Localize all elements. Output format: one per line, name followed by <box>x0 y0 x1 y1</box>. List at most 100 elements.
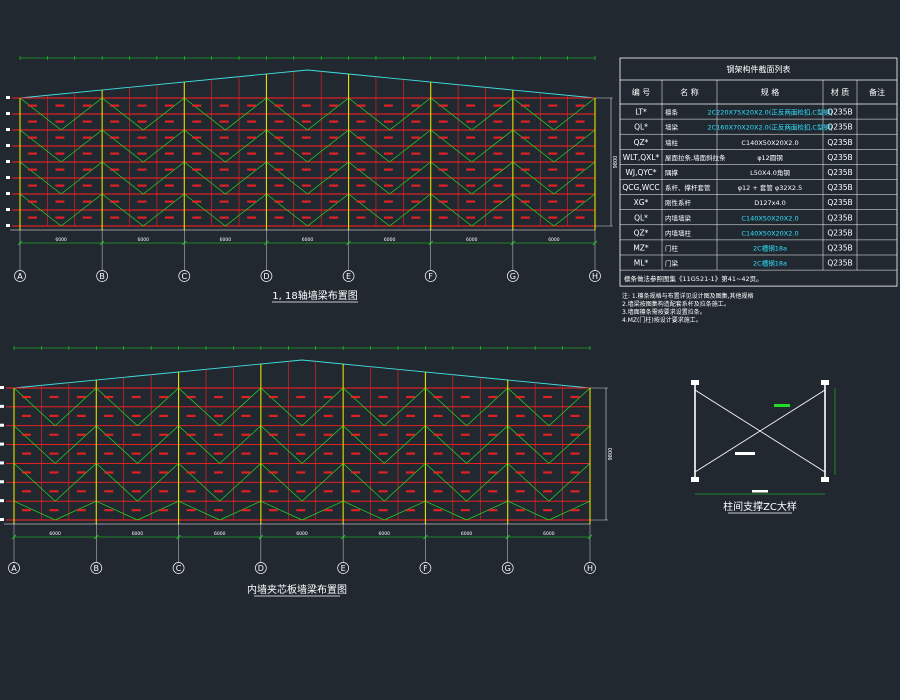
member-tag <box>192 152 202 155</box>
table-code-cell: MZ* <box>633 243 649 252</box>
detail-dimension-text <box>752 490 768 493</box>
member-tag <box>383 104 393 107</box>
span-dimension: 6000 <box>466 237 478 243</box>
member-tag <box>411 136 421 139</box>
member-tag <box>575 216 585 219</box>
member-tag <box>570 452 580 455</box>
member-tag <box>296 490 306 493</box>
table-code-cell: LT* <box>635 108 647 117</box>
member-tag <box>406 433 415 436</box>
tie-rod <box>142 129 185 163</box>
tie-rod <box>13 500 56 521</box>
tie-rod <box>342 500 385 521</box>
member-tag <box>137 184 147 187</box>
member-tag <box>575 104 585 107</box>
table-name-cell: 屋面拉条,墙面斜拉条 <box>665 153 726 162</box>
member-tag <box>543 433 553 436</box>
member-tag <box>433 490 443 493</box>
detail-title: 柱间支撑ZC大样 <box>723 500 797 513</box>
member-tag <box>323 471 333 474</box>
member-tag <box>296 471 306 474</box>
member-tag <box>329 152 339 155</box>
table-material-cell: Q235B <box>827 243 852 252</box>
member-tag <box>104 414 114 417</box>
member-tag <box>274 136 284 139</box>
tie-rod <box>348 97 390 131</box>
table-header-cell: 编 号 <box>632 87 651 97</box>
member-tag <box>247 168 257 171</box>
member-tag <box>411 168 421 171</box>
beam-marker <box>6 112 10 115</box>
tie-rod <box>54 500 97 521</box>
member-tag <box>411 152 421 155</box>
tie-rod <box>301 463 344 502</box>
span-dimension: 6000 <box>384 237 396 243</box>
beam-marker <box>0 404 4 408</box>
member-tag <box>55 200 65 203</box>
member-tag <box>356 200 366 203</box>
member-tag <box>192 104 202 107</box>
member-tag <box>164 184 174 187</box>
axis-label: F <box>428 272 433 281</box>
span-dimension: 6000 <box>296 531 308 537</box>
member-tag <box>55 120 65 123</box>
member-tag <box>378 471 388 474</box>
beam-marker <box>6 128 10 131</box>
span-dimension: 6000 <box>132 531 144 537</box>
member-tag <box>49 433 59 436</box>
dimension-tick <box>340 534 346 540</box>
member-tag <box>411 184 421 187</box>
table-title: 钢架构件截面列表 <box>727 64 791 74</box>
axis-label: C <box>181 272 187 281</box>
member-tag <box>520 104 530 107</box>
member-tag <box>543 452 553 455</box>
member-tag <box>110 104 120 107</box>
member-tag <box>301 152 311 155</box>
dimension-tick <box>182 240 187 246</box>
span-dimension: 6000 <box>302 237 314 243</box>
member-tag <box>520 152 530 155</box>
member-tag <box>55 168 65 171</box>
tie-rod <box>178 500 220 521</box>
member-tag <box>214 395 223 399</box>
tie-rod <box>553 161 596 195</box>
member-tag <box>383 120 393 123</box>
member-tag <box>493 200 503 203</box>
member-tag <box>164 200 174 203</box>
tie-rod <box>307 97 349 131</box>
axis-label: A <box>11 564 17 573</box>
dimension-tick <box>346 240 351 246</box>
member-tag <box>268 509 278 512</box>
member-tag <box>192 216 202 219</box>
member-tag <box>515 395 525 399</box>
tie-rod <box>466 463 508 502</box>
member-tag <box>214 490 223 493</box>
member-tag <box>356 216 366 219</box>
member-tag <box>214 433 223 436</box>
member-tag <box>378 509 388 512</box>
member-tag <box>104 452 114 455</box>
member-tag <box>520 120 530 123</box>
member-tag <box>268 395 278 399</box>
member-tag <box>296 395 306 399</box>
member-tag <box>543 490 553 493</box>
member-tag <box>438 104 448 107</box>
member-tag <box>356 168 366 171</box>
table-name-cell: 墙柱 <box>665 138 679 147</box>
axis-label: G <box>505 564 511 573</box>
tie-rod <box>425 463 467 502</box>
member-tag <box>351 471 361 474</box>
tie-rod <box>101 129 144 163</box>
member-tag <box>82 184 92 187</box>
member-tag <box>82 216 92 219</box>
member-tag <box>274 200 284 203</box>
axis-label: C <box>176 564 182 573</box>
member-tag <box>383 184 393 187</box>
member-tag <box>438 200 448 203</box>
axis-label: G <box>510 272 516 281</box>
member-tag <box>515 433 525 436</box>
tie-rod <box>13 387 56 426</box>
member-tag <box>268 452 278 455</box>
